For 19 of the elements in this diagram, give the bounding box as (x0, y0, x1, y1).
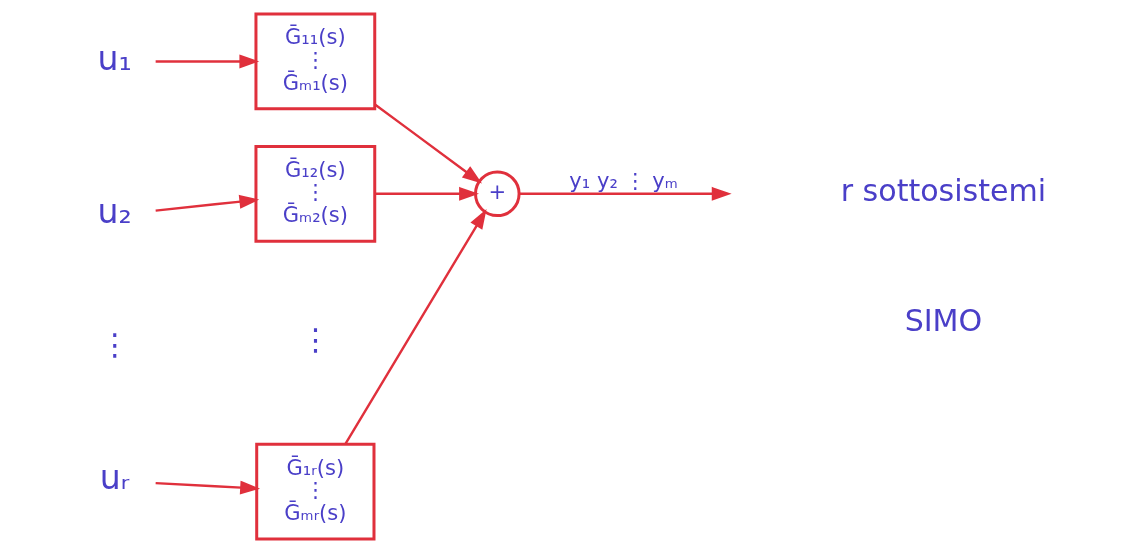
label: ⋮ (300, 322, 331, 358)
label: ⋮ (99, 326, 130, 362)
arrow (155, 54, 260, 69)
label: r sottosistemi (840, 173, 1047, 209)
arrow (519, 186, 732, 201)
arrow (374, 186, 479, 201)
arrow (155, 480, 261, 495)
node-text: uᵣ (99, 458, 130, 498)
arrow (344, 209, 487, 445)
label: SIMO (904, 302, 983, 338)
edge-label: y₁ y₂ ⋮ yₘ (569, 168, 678, 194)
node-box: Ḡ₁ᵣ(s) ⋮ Ḡₘᵣ(s) (255, 442, 376, 541)
node-text: u₂ (97, 192, 132, 232)
node-circle: + (474, 170, 521, 218)
node-text: u₁ (97, 38, 132, 78)
arrow (155, 194, 260, 212)
node-box: Ḡ₁₁(s) ⋮ Ḡₘ₁(s) (254, 12, 377, 111)
arrow (374, 103, 482, 184)
node-box: Ḡ₁₂(s) ⋮ Ḡₘ₂(s) (254, 144, 377, 243)
